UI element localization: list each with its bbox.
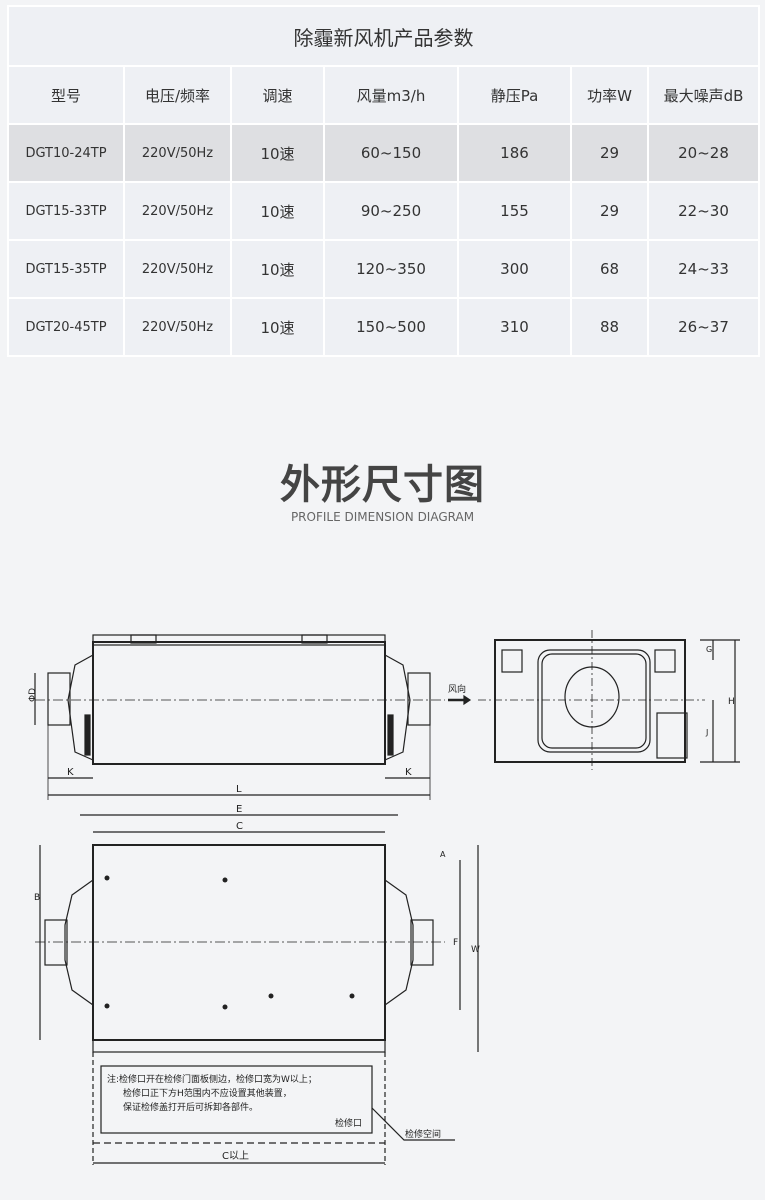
section-title: 外形尺寸图 — [280, 462, 485, 508]
service-area: C以上 注:检修口开在检修门面板侧边，检修口宽为W以上； 检修口正下方H范围内不… — [92, 1052, 455, 1165]
side-view: ΦD K K L — [28, 634, 445, 800]
cell-voltage: 220V/50Hz — [125, 125, 230, 181]
cell-static-pressure: 300 — [459, 241, 570, 297]
cell-model: DGT15-35TP — [9, 241, 123, 297]
header-airflow: 风量m3/h — [325, 67, 457, 123]
cell-static-pressure: 310 — [459, 299, 570, 355]
label-g: G — [706, 645, 712, 654]
product-parameter-table: 除霾新风机产品参数 型号 电压/频率 调速 风量m3/h 静压Pa 功率W 最大… — [7, 5, 760, 357]
cell-model: DGT20-45TP — [9, 299, 123, 355]
cell-noise: 24~33 — [649, 241, 758, 297]
cell-noise: 20~28 — [649, 125, 758, 181]
label-w: W — [471, 945, 480, 955]
note-line-3: 保证检修盖打开后可拆卸各部件。 — [123, 1101, 258, 1113]
cell-speed: 10速 — [232, 125, 323, 181]
cell-airflow: 90~250 — [325, 183, 457, 239]
note-line-1: 注:检修口开在检修门面板侧边，检修口宽为W以上； — [107, 1073, 317, 1085]
header-noise: 最大噪声dB — [649, 67, 758, 123]
cell-model: DGT10-24TP — [9, 125, 123, 181]
cell-power: 29 — [572, 125, 647, 181]
cell-static-pressure: 186 — [459, 125, 570, 181]
label-k-right: K — [405, 767, 412, 778]
label-c-min: C以上 — [222, 1150, 249, 1162]
label-wind-direction: 风向 — [448, 683, 466, 695]
cell-power: 68 — [572, 241, 647, 297]
label-diameter: ΦD — [28, 688, 38, 702]
cell-power: 29 — [572, 183, 647, 239]
cell-speed: 10速 — [232, 241, 323, 297]
label-b: B — [34, 893, 40, 903]
cell-noise: 26~37 — [649, 299, 758, 355]
cell-airflow: 60~150 — [325, 125, 457, 181]
header-static-pressure: 静压Pa — [459, 67, 570, 123]
table-row: DGT15-33TP 220V/50Hz 10速 90~250 155 29 2… — [9, 183, 758, 239]
table-row: DGT15-35TP 220V/50Hz 10速 120~350 300 68 … — [9, 241, 758, 297]
top-view: E C B A F W — [34, 804, 480, 1053]
table-row: DGT10-24TP 220V/50Hz 10速 60~150 186 29 2… — [9, 125, 758, 181]
cell-static-pressure: 155 — [459, 183, 570, 239]
label-e: E — [236, 804, 242, 815]
label-h: H — [728, 697, 735, 707]
cell-noise: 22~30 — [649, 183, 758, 239]
label-l: L — [236, 784, 242, 795]
section-subtitle: PROFILE DIMENSION DIAGRAM — [290, 510, 475, 524]
cell-airflow: 150~500 — [325, 299, 457, 355]
header-power: 功率W — [572, 67, 647, 123]
label-c: C — [236, 821, 243, 832]
cell-voltage: 220V/50Hz — [125, 183, 230, 239]
table-header-row: 型号 电压/频率 调速 风量m3/h 静压Pa 功率W 最大噪声dB — [9, 67, 758, 123]
table-row: DGT20-45TP 220V/50Hz 10速 150~500 310 88 … — [9, 299, 758, 355]
cell-speed: 10速 — [232, 183, 323, 239]
cell-model: DGT15-33TP — [9, 183, 123, 239]
label-access-port: 检修口 — [335, 1117, 362, 1129]
cell-airflow: 120~350 — [325, 241, 457, 297]
note-line-2: 检修口正下方H范围内不应设置其他装置， — [123, 1087, 292, 1099]
header-model: 型号 — [9, 67, 123, 123]
cell-speed: 10速 — [232, 299, 323, 355]
header-voltage: 电压/频率 — [125, 67, 230, 123]
label-k-left: K — [67, 767, 74, 778]
cell-power: 88 — [572, 299, 647, 355]
cell-voltage: 220V/50Hz — [125, 299, 230, 355]
label-j: J — [705, 728, 708, 737]
label-access-space: 检修空间 — [405, 1128, 441, 1140]
cell-voltage: 220V/50Hz — [125, 241, 230, 297]
table-title: 除霾新风机产品参数 — [9, 7, 758, 65]
label-a: A — [440, 850, 446, 859]
label-f: F — [453, 938, 458, 948]
end-view: H G J — [478, 630, 740, 770]
header-speed: 调速 — [232, 67, 323, 123]
